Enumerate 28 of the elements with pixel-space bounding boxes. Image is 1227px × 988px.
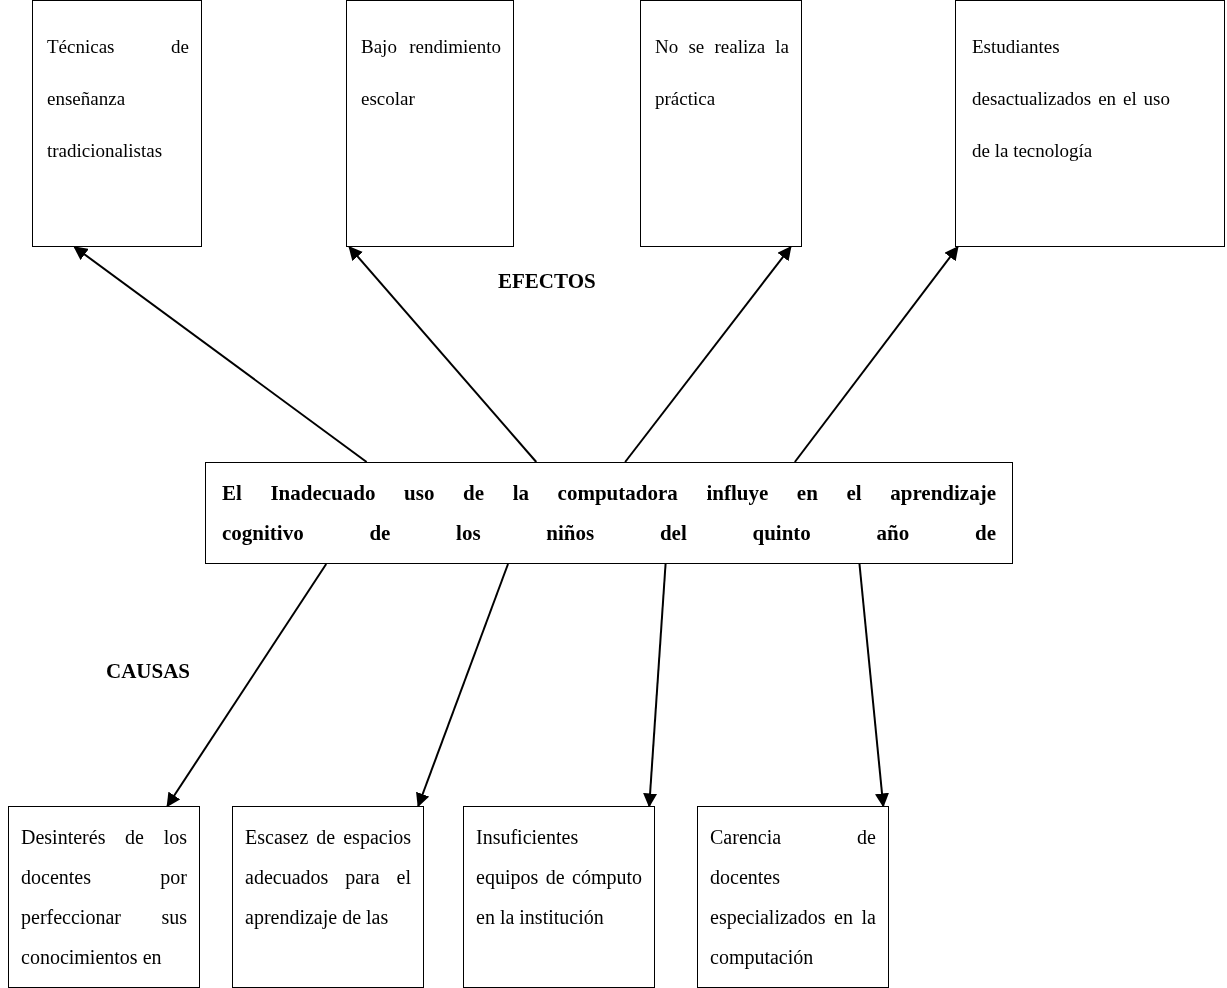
arrow	[643, 563, 667, 808]
arrow	[73, 246, 368, 463]
text-box	[232, 806, 424, 988]
box-text: Carencia de docentes especializados en la computación	[710, 825, 876, 971]
text-box	[346, 0, 514, 247]
text-box	[955, 0, 1225, 247]
text-box	[32, 0, 202, 247]
section-heading: CAUSAS	[106, 659, 191, 684]
problem-statement: El Inadecuado uso de la computadora influye en el aprendizaje cognitivo de los niños del quinto año de	[222, 480, 996, 547]
arrow	[416, 563, 509, 808]
arrow	[624, 245, 792, 463]
text-box	[697, 806, 889, 988]
arrow	[793, 245, 959, 463]
problem-box	[205, 462, 1013, 564]
text-box	[640, 0, 802, 247]
text-box	[8, 806, 200, 988]
box-text: Insuficientes equipos de cómputo en la institución	[476, 825, 642, 930]
text-box	[463, 806, 655, 988]
arrow	[348, 245, 538, 463]
box-text: Escasez de espacios adecuados para el aprendizaje de las	[245, 825, 411, 931]
section-heading: EFECTOS	[498, 269, 596, 294]
box-text: No se realiza la práctica	[655, 35, 789, 111]
arrow	[858, 563, 889, 808]
arrow	[166, 563, 328, 808]
box-text: Técnicas de enseñanza tradicionalistas	[47, 35, 189, 163]
box-text: Desinterés de los docentes por perfeccionar sus conocimientos en	[21, 825, 187, 970]
box-text: Bajo rendimiento escolar	[361, 35, 501, 111]
box-text: Estudiantes desactualizados en el uso de la tecnología	[972, 35, 1170, 163]
